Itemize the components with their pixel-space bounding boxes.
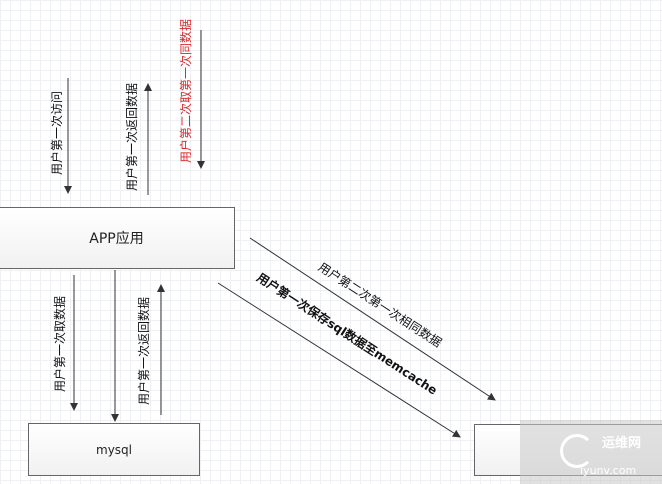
arrow-save-memcache (217, 282, 461, 438)
label-second-same-data: 用户第二次取第一次同数据 (179, 19, 193, 164)
app-node: APP应用 (0, 207, 235, 269)
label-user-first-visit: 用户第一次访问 (50, 91, 64, 176)
label-first-fetch-data: 用户第一次取数据 (53, 296, 67, 393)
label-mysql-first-return: 用户第一次返回数据 (137, 297, 151, 406)
logo-cn-text: 运维网 (602, 436, 642, 451)
arrow-second-cache (249, 237, 496, 401)
mysql-node: mysql (28, 423, 200, 476)
app-node-label: APP应用 (89, 231, 144, 247)
mysql-node-label: mysql (96, 442, 132, 457)
logo-en-text: iyunv.com (580, 464, 637, 477)
logo-ring-icon (560, 434, 594, 468)
watermark-logo: 运维网 iyunv.com (520, 420, 662, 484)
label-first-return-data: 用户第一次返回数据 (125, 83, 139, 192)
